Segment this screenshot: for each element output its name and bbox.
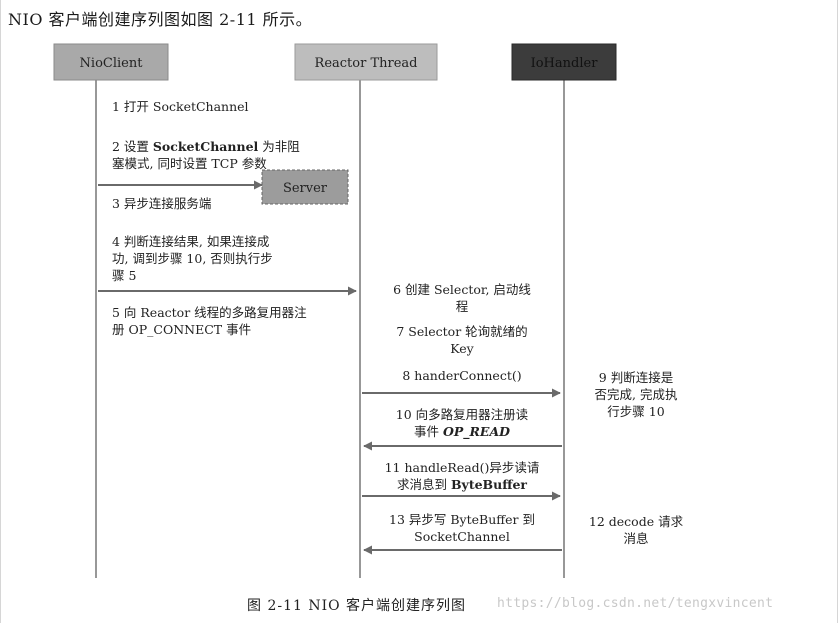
step-2-label: 2 设置 SocketChannel 为非阻 塞模式, 同时设置 TCP 参数 — [112, 138, 300, 172]
step-13-text-a: 13 异步写 ByteBuffer 到 — [389, 512, 535, 527]
step-1-label: 1 打开 SocketChannel — [112, 99, 249, 114]
figure-caption: 图 2-11 NIO 客户端创建序列图 — [247, 598, 467, 614]
step-6-text-a: 6 创建 Selector, 启动线 — [393, 282, 531, 297]
step-9-label: 9 判断连接是 否完成, 完成执 行步骤 10 — [572, 369, 700, 420]
reactor-box — [294, 43, 438, 81]
reactor-label: Reactor Thread — [315, 56, 418, 71]
step-5-label: 5 向 Reactor 线程的多路复用器注 册 OP_CONNECT 事件 — [112, 304, 307, 338]
step-5-text-b: 册 OP_CONNECT 事件 — [112, 322, 252, 337]
step-12-text-a: 12 decode 请求 — [588, 514, 684, 529]
step-11-text-b: 求消息到 — [397, 477, 451, 492]
step-11-text-c: ByteBuffer — [450, 477, 527, 492]
step-2-text-c: 为非阻 — [258, 139, 300, 154]
step-13-text-b: SocketChannel — [414, 529, 510, 544]
step-5-text-a: 5 向 Reactor 线程的多路复用器注 — [112, 305, 307, 320]
step-9-text-b: 否完成, 完成执 — [594, 387, 678, 402]
step-9-text-c: 行步骤 10 — [607, 404, 665, 419]
watermark-url: https://blog.csdn.net/tengxvincent — [497, 596, 774, 611]
step-12-label: 12 decode 请求 消息 — [572, 513, 700, 547]
step-4-label: 4 判断连接结果, 如果连接成 功, 调到步骤 10, 否则执行步 骤 5 — [112, 233, 273, 284]
step-11-label: 11 handleRead()异步读请 求消息到 ByteBuffer — [364, 459, 560, 493]
nioclient-label: NioClient — [80, 56, 144, 71]
step-9-text-a: 9 判断连接是 — [598, 370, 674, 385]
step-13-label: 13 异步写 ByteBuffer 到 SocketChannel — [364, 511, 560, 545]
intro-text: NIO 客户端创建序列图如图 2-11 所示。 — [8, 10, 313, 29]
step-8-label: 8 handerConnect() — [402, 368, 522, 383]
step-10-text-c: OP_READ — [442, 424, 510, 439]
frame-right-border — [837, 0, 838, 623]
step-4-text-a: 4 判断连接结果, 如果连接成 — [112, 234, 270, 249]
server-label: Server — [283, 181, 328, 196]
frame-left-border — [0, 0, 1, 623]
step-6-text-b: 程 — [455, 299, 469, 314]
step-7-text-b: Key — [450, 341, 474, 356]
step-7-text-a: 7 Selector 轮询就绪的 — [396, 324, 528, 339]
step-4-text-c: 骤 5 — [112, 268, 137, 283]
step-10-label: 10 向多路复用器注册读 事件 OP_READ — [364, 406, 560, 440]
iohandler-box — [511, 43, 617, 81]
step-2-text-b: SocketChannel — [152, 139, 259, 154]
step-2-text-a: 2 设置 — [112, 139, 153, 154]
step-7-label: 7 Selector 轮询就绪的 Key — [364, 323, 560, 357]
step-10-text-a: 10 向多路复用器注册读 — [395, 407, 529, 422]
step-12-text-b: 消息 — [623, 531, 649, 546]
step-6-label: 6 创建 Selector, 启动线 程 — [364, 281, 560, 315]
step-4-text-b: 功, 调到步骤 10, 否则执行步 — [112, 251, 273, 266]
step-3-label: 3 异步连接服务端 — [112, 196, 212, 211]
step-10-text-b: 事件 — [414, 424, 443, 439]
step-11-text-a: 11 handleRead()异步读请 — [384, 460, 540, 475]
iohandler-label: IoHandler — [531, 56, 599, 71]
nioclient-box — [53, 43, 169, 81]
step-2-text-d: 塞模式, 同时设置 TCP 参数 — [112, 156, 267, 171]
